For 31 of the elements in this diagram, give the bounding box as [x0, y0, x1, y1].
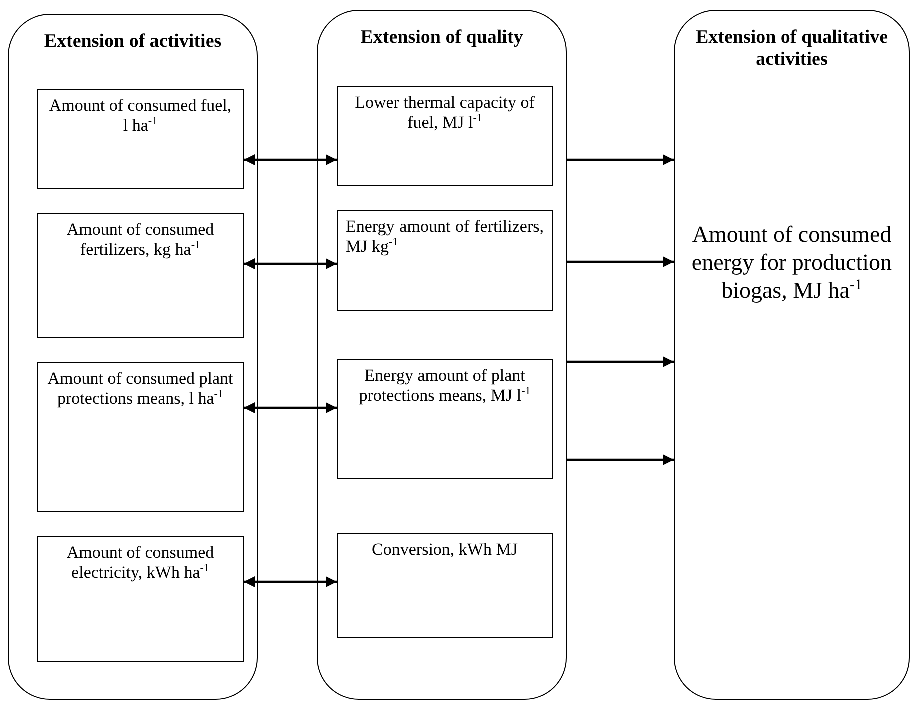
- arrow: [567, 356, 674, 368]
- box-text: Amount of consumed electricity, kWh ha$^{-1}$: [66, 543, 216, 583]
- column-heading: Extension of quality: [360, 27, 524, 49]
- process-box: [37, 213, 244, 338]
- box-text: Amount of consumed fuel, l ha$^{-1}$: [48, 96, 233, 136]
- arrow: [567, 154, 674, 166]
- process-box: [37, 362, 244, 512]
- arrow: [567, 256, 674, 268]
- box-text: Energy amount of plant protections means, MJ l$^{-1}$: [358, 366, 532, 406]
- column-panel: [317, 10, 567, 700]
- process-box: [337, 210, 553, 311]
- result-text: Amount of consumed energy for production biogas, MJ ha$^{-1}$: [690, 221, 894, 305]
- column-heading: Extension of qualitative activities: [694, 27, 890, 71]
- process-box: [337, 86, 553, 186]
- box-text: Amount of consumed plant protections means, l ha$^{-1}$: [46, 369, 234, 409]
- column-panel: [8, 14, 258, 700]
- arrow: [567, 454, 674, 466]
- arrow: [244, 154, 337, 166]
- arrow: [244, 576, 337, 588]
- process-box: [37, 536, 244, 662]
- box-text: Energy amount of fertilizers, MJ kg$^{-1}$: [346, 217, 544, 257]
- process-box: [37, 89, 244, 189]
- arrow: [244, 258, 337, 270]
- column-panel: [674, 10, 910, 700]
- process-box: [337, 533, 553, 638]
- box-text: Amount of consumed fertilizers, kg ha$^{-1}$: [66, 220, 216, 260]
- process-box: [337, 359, 553, 479]
- box-text: Lower thermal capacity of fuel, MJ l$^{-1}$: [354, 93, 536, 133]
- arrow: [244, 402, 337, 414]
- box-text: Conversion, kWh MJ: [372, 540, 518, 560]
- column-heading: Extension of activities: [43, 31, 223, 53]
